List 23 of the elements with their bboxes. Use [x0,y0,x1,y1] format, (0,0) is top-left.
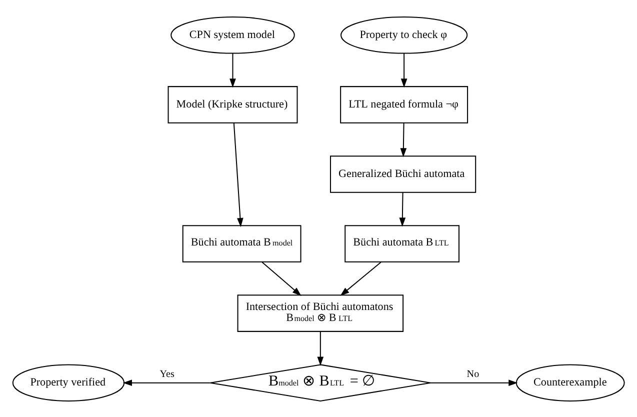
arrow [122,379,210,386]
node-ellipse: Property to check φ [340,16,468,54]
node-ellipse: CPN system model [170,16,295,54]
arrow [399,192,406,226]
node-box: Intersection of Büchi automatons Bmodel ⊗ BLTL [237,294,404,332]
node-box: Büchi automata BLTL [344,224,460,262]
node-diamond: Bmodel ⊗ BLTL = ∅ [210,364,431,401]
arrow [430,379,518,386]
edge-label: Yes [160,368,174,380]
arrow [262,261,302,296]
arrow [400,122,407,157]
arrow [340,261,382,296]
node-ellipse: Property verified [12,364,125,401]
arrow [317,331,324,366]
edge-label: No [466,368,480,380]
node-ellipse: Counterexample [516,364,625,401]
arrow [400,53,408,88]
node-box: LTL negated formula ¬φ [340,86,468,123]
node-box: Model (Kripke structure) [168,86,298,123]
arrow [233,122,244,227]
arrow [230,53,236,88]
node-box: Generalized Büchi automata [330,155,476,192]
node-box: Büchi automata Bmodel [182,224,302,262]
